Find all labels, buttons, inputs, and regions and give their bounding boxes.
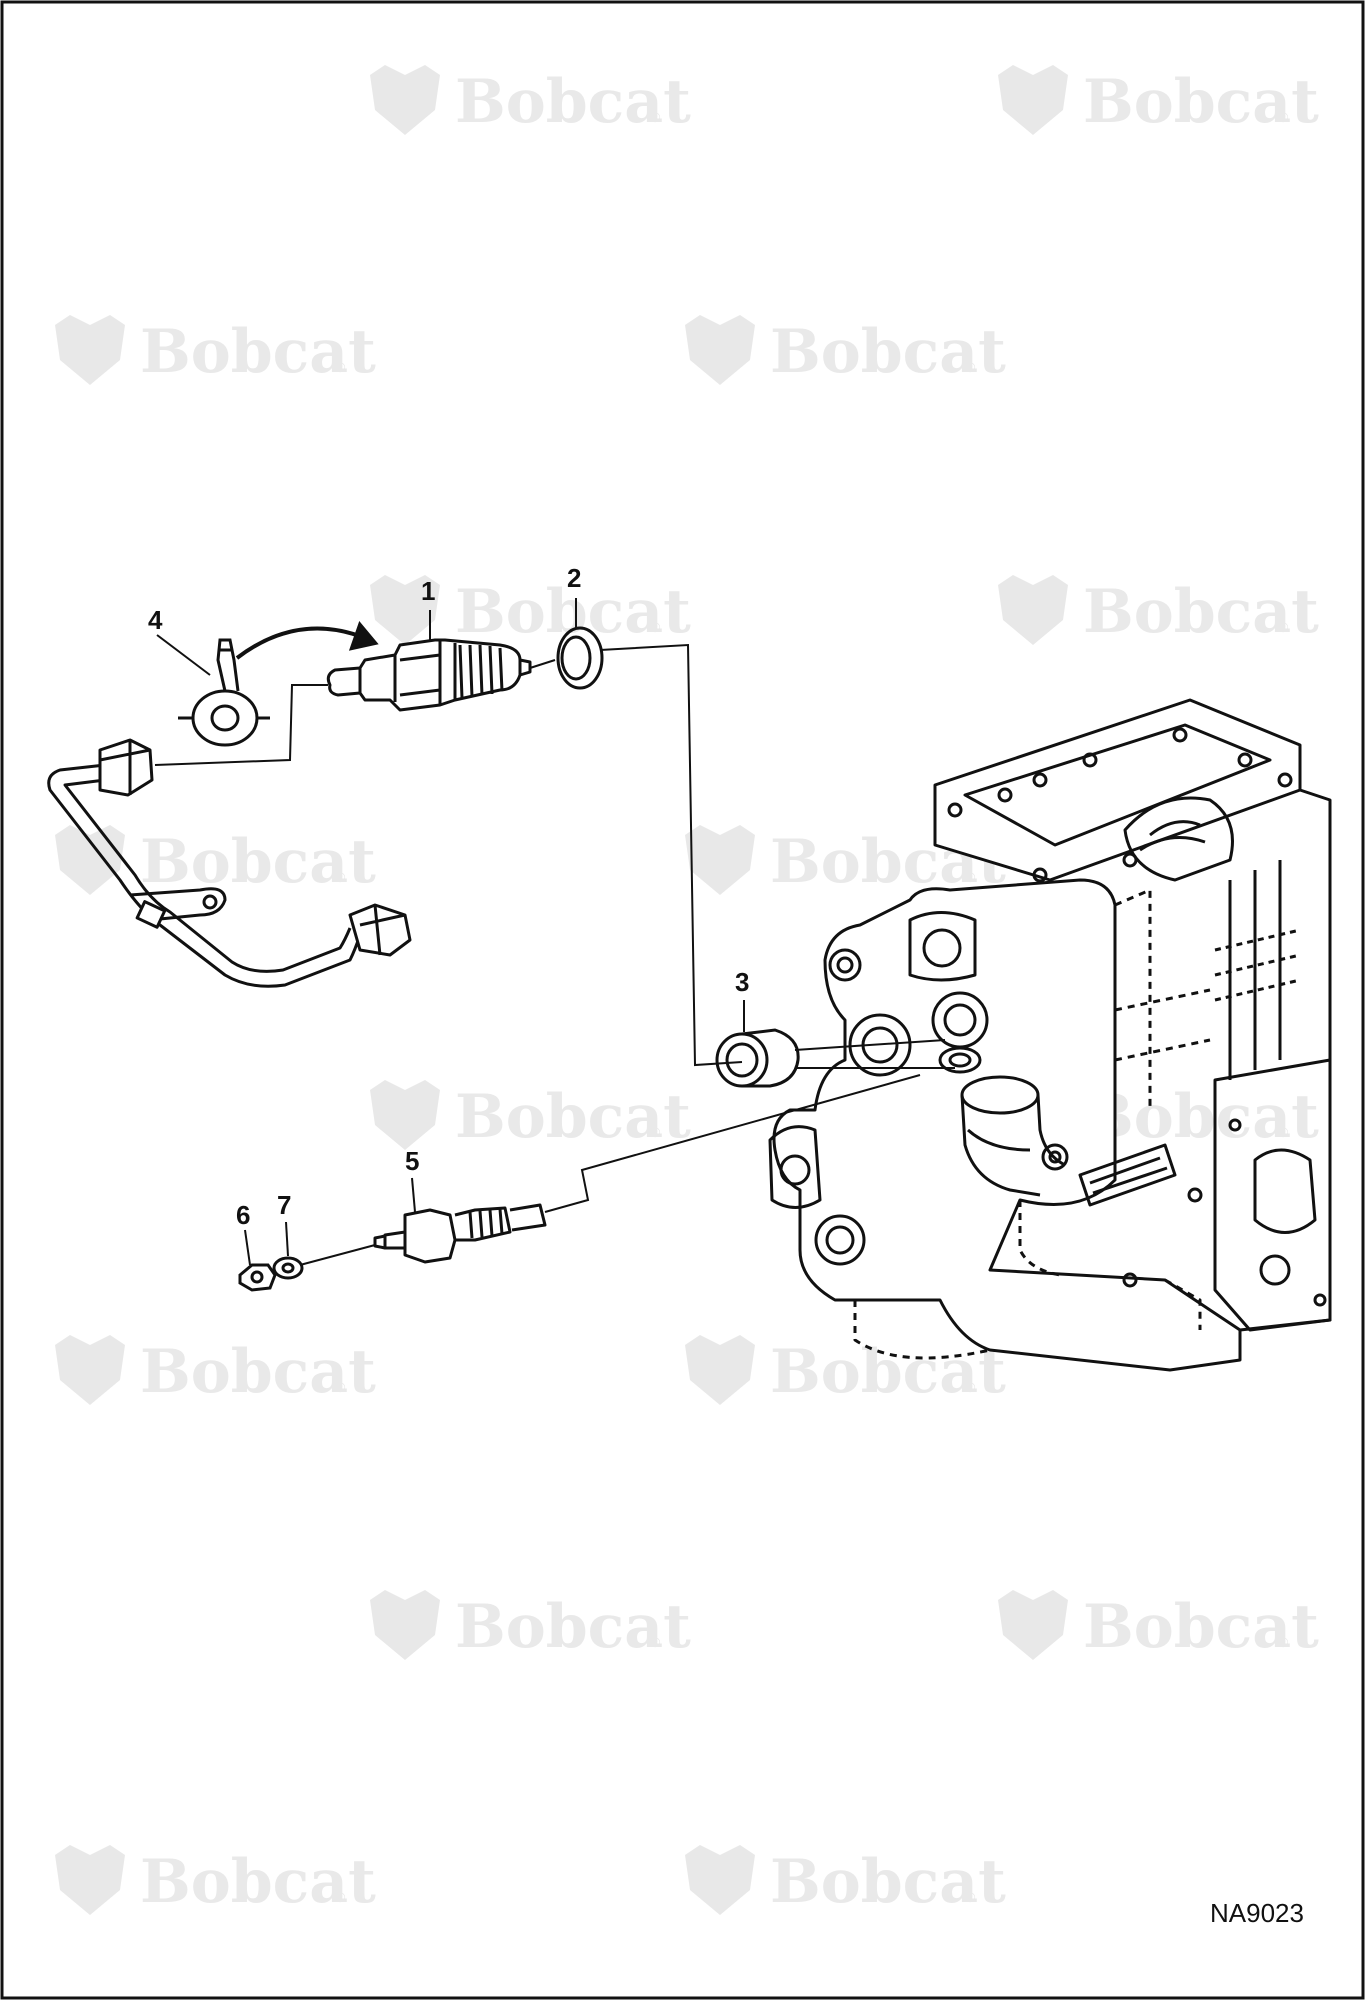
watermark-registered-mark: ®: [650, 109, 661, 125]
watermark-registered-mark: ®: [965, 1379, 976, 1395]
bobcat-watermark: Bobcat®: [55, 825, 376, 897]
watermark-text: Bobcat: [455, 577, 691, 647]
bobcat-logo-icon: [55, 825, 125, 895]
watermark-text: Bobcat: [455, 67, 691, 137]
watermark-registered-mark: ®: [1278, 1124, 1289, 1140]
bobcat-logo-icon: [685, 1335, 755, 1405]
watermark-layer: Bobcat®Bobcat®Bobcat®Bobcat®Bobcat®Bobca…: [55, 65, 1319, 1917]
watermark-text: Bobcat: [140, 827, 376, 897]
bobcat-watermark: Bobcat®: [55, 315, 376, 387]
bobcat-watermark: Bobcat®: [370, 1590, 691, 1662]
watermark-registered-mark: ®: [1278, 619, 1289, 635]
bobcat-watermark: Bobcat®: [370, 1080, 691, 1152]
seal-part-3: [715, 1028, 800, 1088]
bobcat-logo-icon: [55, 315, 125, 385]
watermark-registered-mark: ®: [650, 1124, 661, 1140]
callout-6: 6: [236, 1200, 250, 1230]
bobcat-logo-icon: [685, 1845, 755, 1915]
watermark-registered-mark: ®: [335, 869, 346, 885]
callout-5: 5: [405, 1146, 419, 1176]
bobcat-logo-icon: [55, 1845, 125, 1915]
glow-plug-part-5: [373, 1203, 547, 1264]
bobcat-logo-icon: [370, 65, 440, 135]
callout-7: 7: [277, 1190, 291, 1220]
bobcat-watermark: Bobcat®: [55, 1335, 376, 1407]
bobcat-logo-icon: [370, 1080, 440, 1150]
callout-2: 2: [567, 563, 581, 593]
callout-1: 1: [421, 576, 435, 606]
fuel-injection-line: [47, 738, 412, 988]
bobcat-logo-icon: [685, 315, 755, 385]
watermark-text: Bobcat: [455, 1082, 691, 1152]
bobcat-logo-icon: [55, 1335, 125, 1405]
bobcat-logo-icon: [370, 1590, 440, 1660]
injector-nozzle-part-1: [326, 638, 532, 712]
bobcat-watermark: Bobcat®: [685, 1845, 1006, 1917]
watermark-registered-mark: ®: [965, 1889, 976, 1905]
watermark-text: Bobcat: [770, 317, 1006, 387]
bobcat-watermark: Bobcat®: [370, 65, 691, 137]
bobcat-logo-icon: [998, 575, 1068, 645]
assembly-leader-lines: [154, 643, 955, 1266]
bobcat-watermark: Bobcat®: [685, 1335, 1006, 1407]
watermark-registered-mark: ®: [1278, 109, 1289, 125]
watermark-text: Bobcat: [455, 1592, 691, 1662]
watermark-registered-mark: ®: [335, 359, 346, 375]
assembly-arrow: [235, 621, 379, 660]
watermark-text: Bobcat: [140, 1847, 376, 1917]
gasket-part-2: [556, 626, 604, 690]
watermark-registered-mark: ®: [965, 359, 976, 375]
watermark-registered-mark: ®: [965, 869, 976, 885]
watermark-registered-mark: ®: [650, 619, 661, 635]
bobcat-watermark: Bobcat®: [685, 315, 1006, 387]
engine-cylinder-head: [768, 698, 1332, 1372]
watermark-text: Bobcat: [770, 1847, 1006, 1917]
watermark-registered-mark: ®: [335, 1379, 346, 1395]
watermark-registered-mark: ®: [650, 1634, 661, 1650]
bobcat-logo-icon: [370, 575, 440, 645]
watermark-text: Bobcat: [1083, 577, 1319, 647]
figure-id: NA9023: [1210, 1898, 1304, 1928]
callout-group: [156, 598, 745, 1266]
bobcat-watermark: Bobcat®: [370, 575, 691, 647]
bobcat-watermark: Bobcat®: [55, 1845, 376, 1917]
watermark-text: Bobcat: [140, 317, 376, 387]
watermark-text: Bobcat: [770, 1337, 1006, 1407]
banjo-fitting-part-4: [178, 638, 270, 747]
bobcat-logo-icon: [998, 1590, 1068, 1660]
watermark-registered-mark: ®: [1278, 1634, 1289, 1650]
watermark-text: Bobcat: [1083, 1592, 1319, 1662]
bobcat-watermark: Bobcat®: [998, 575, 1319, 647]
watermark-text: Bobcat: [1083, 1082, 1319, 1152]
nut-part-6: [238, 1263, 277, 1292]
bobcat-logo-icon: [998, 65, 1068, 135]
callout-3: 3: [735, 967, 749, 997]
bobcat-watermark: Bobcat®: [998, 65, 1319, 137]
watermark-text: Bobcat: [140, 1337, 376, 1407]
watermark-text: Bobcat: [1083, 67, 1319, 137]
bobcat-logo-icon: [685, 825, 755, 895]
washer-part-7: [272, 1256, 304, 1280]
callout-4: 4: [148, 605, 163, 635]
bobcat-watermark: Bobcat®: [998, 1590, 1319, 1662]
watermark-registered-mark: ®: [335, 1889, 346, 1905]
